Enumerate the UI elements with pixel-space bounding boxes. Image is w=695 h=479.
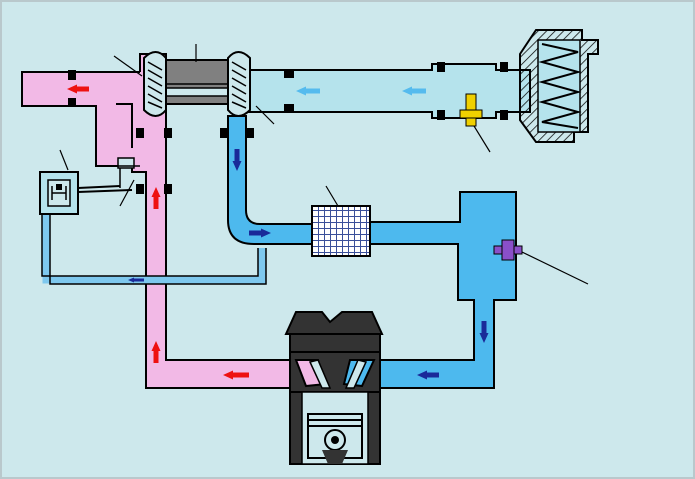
- flow-arrow-charge-to-intercooler: [249, 228, 271, 238]
- flow-arrow-exhaust-out: [67, 84, 89, 94]
- flow-arrow-exhaust-riser-lower: [151, 341, 161, 363]
- charge-path: [220, 115, 517, 389]
- compressor-wheel-icon: [227, 51, 251, 117]
- turbocharger: [68, 51, 251, 194]
- flow-arrow-vacuum-line: [128, 277, 144, 283]
- manifold-pressure-sensor-icon: [493, 239, 523, 261]
- turbine-wheel-icon: [143, 51, 167, 117]
- wastegate-actuator: [39, 168, 133, 215]
- flow-arrow-exhaust-manifold: [223, 370, 249, 380]
- flow-arrow-intake-mid: [296, 86, 320, 96]
- intake-temperature-sensor-icon: [459, 93, 483, 127]
- intake-path: [245, 62, 531, 120]
- flow-arrow-exhaust-riser-upper: [151, 187, 161, 209]
- leader-lines: [59, 44, 589, 285]
- intercooler-icon: [311, 205, 371, 257]
- engine-cylinder-piston-icon: [284, 311, 384, 465]
- flow-arrow-intake-inlet: [402, 86, 426, 96]
- air-filter: [519, 29, 599, 143]
- flow-arrow-charge-down: [232, 149, 242, 171]
- flow-arrow-charge-to-engine: [417, 370, 439, 380]
- wastegate-vacuum-line: [41, 210, 267, 285]
- turbo-center-housing: [163, 59, 231, 105]
- flow-arrows: [67, 84, 489, 380]
- flow-arrow-charge-plenum-down: [479, 321, 489, 343]
